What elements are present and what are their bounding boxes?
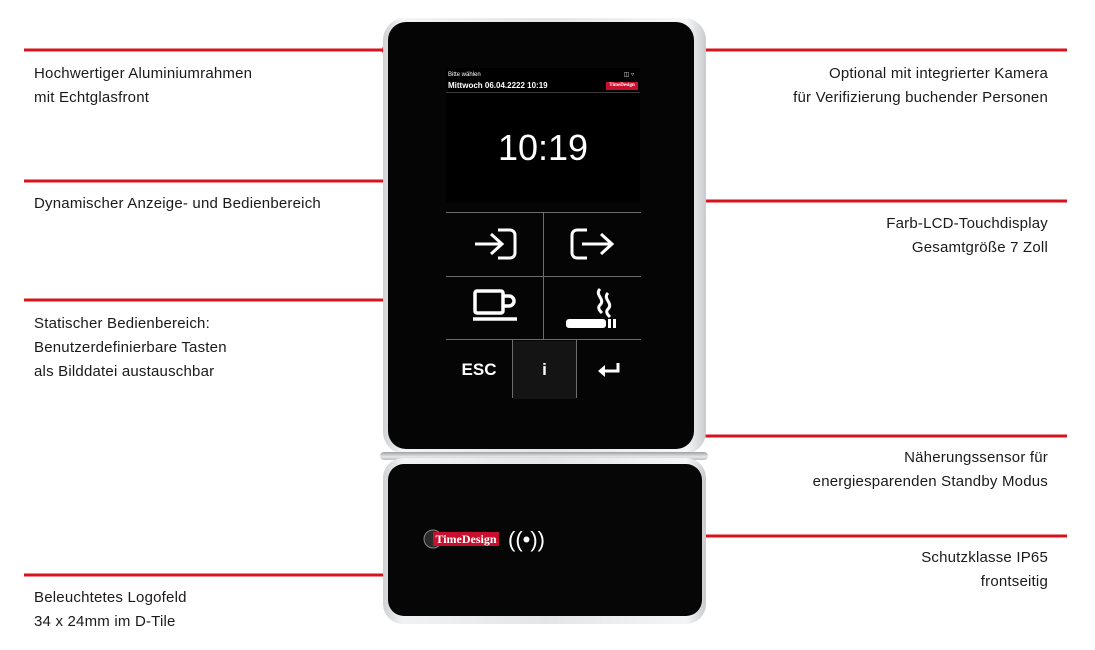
grid-line	[543, 212, 544, 339]
gehen-key[interactable]	[543, 212, 641, 276]
label-display-area: Dynamischer Anzeige- und Bedienbereich	[34, 192, 321, 216]
display-brand-logo: TimeDesign	[606, 82, 638, 90]
display-divider	[446, 92, 640, 93]
rfid-icon: ((•))	[508, 527, 546, 552]
cigarette-icon	[566, 287, 616, 328]
label-protection-line1: Schutzklasse IP65	[921, 549, 1048, 566]
label-touchdisplay-line1: Farb-LCD-Touchdisplay	[886, 215, 1048, 232]
grid-line	[576, 340, 577, 398]
label-camera: Optional mit integrierter Kamera für Ver…	[793, 62, 1048, 110]
info-key[interactable]: i	[513, 341, 576, 399]
esc-key[interactable]: ESC	[446, 341, 512, 399]
touch-display[interactable]: Bitte wählen ◫ ▿ Mittwoch 06.04.2222 10:…	[446, 68, 640, 202]
grid-line	[512, 340, 513, 398]
label-frame: Hochwertiger Aluminiumrahmen mit Echtgla…	[34, 62, 252, 110]
label-sensor-line1: Näherungssensor für	[904, 449, 1048, 466]
label-logo-field-line2: 34 x 24mm im D-Tile	[34, 613, 176, 630]
display-date-time: Mittwoch 06.04.2222 10:19	[448, 81, 548, 90]
coffee-cup-icon	[472, 288, 517, 321]
label-sensor-line2: energiesparenden Standby Modus	[812, 473, 1048, 490]
label-sensor: Näherungssensor für energiesparenden Sta…	[813, 446, 1048, 494]
label-static-area-line3: als Bilddatei austauschbar	[34, 363, 215, 380]
label-static-area: Statischer Bedienbereich: Benutzerdefini…	[34, 312, 227, 384]
housing-joint	[380, 452, 708, 460]
label-protection: Schutzklasse IP65 frontseitig	[921, 546, 1048, 594]
brand-logo-text: TimeDesign	[433, 532, 499, 546]
display-clock: 10:19	[497, 127, 589, 168]
label-camera-line2: für Verifizierung buchender Personen	[793, 89, 1048, 106]
info-key-label: i	[542, 360, 547, 379]
label-static-area-line2: Benutzerdefinierbare Tasten	[34, 339, 227, 356]
display-prompt: Bitte wählen	[448, 72, 481, 78]
illuminated-logo-field: TimeDesign	[423, 528, 501, 550]
label-logo-field: Beleuchtetes Logofeld 34 x 24mm im D-Til…	[34, 586, 187, 634]
smoke-break-key[interactable]	[543, 277, 641, 340]
label-frame-line1: Hochwertiger Aluminiumrahmen	[34, 65, 253, 82]
pause-key[interactable]	[446, 277, 543, 340]
enter-key[interactable]	[577, 341, 641, 399]
terminal-lower-housing	[383, 458, 706, 624]
label-display-area-line1: Dynamischer Anzeige- und Bedienbereich	[34, 195, 321, 212]
label-static-area-line1: Statischer Bedienbereich:	[34, 315, 210, 332]
enter-icon	[598, 363, 620, 377]
label-touchdisplay: Farb-LCD-Touchdisplay Gesamtgröße 7 Zoll	[886, 212, 1048, 260]
label-camera-line1: Optional mit integrierter Kamera	[829, 65, 1048, 82]
kommen-key[interactable]	[446, 212, 543, 276]
display-status-icons: ◫ ▿	[623, 72, 634, 78]
label-touchdisplay-line2: Gesamtgröße 7 Zoll	[911, 239, 1048, 256]
arrow-out-icon	[570, 228, 615, 260]
label-protection-line2: frontseitig	[980, 573, 1048, 590]
grid-line	[446, 339, 641, 340]
static-key-grid	[446, 212, 641, 340]
label-frame-line2: mit Echtglasfront	[34, 89, 150, 106]
esc-key-label: ESC	[461, 360, 497, 379]
arrow-in-icon	[474, 228, 516, 260]
label-logo-field-line1: Beleuchtetes Logofeld	[34, 589, 187, 606]
